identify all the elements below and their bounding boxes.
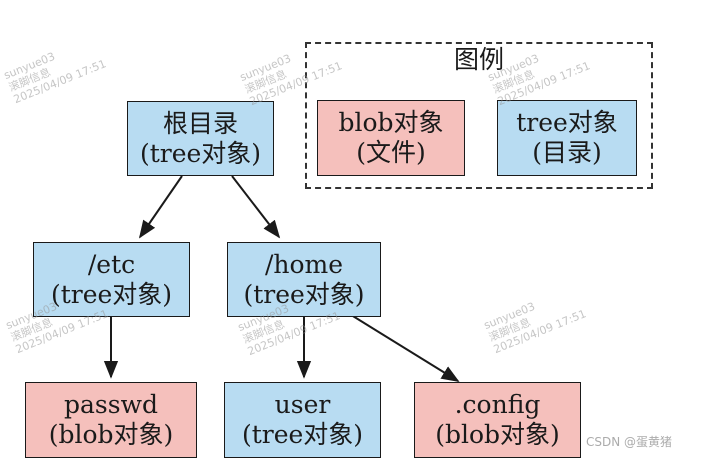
node-etc-line1: /etc bbox=[87, 249, 136, 279]
node-config-line2: (blob对象) bbox=[435, 420, 560, 449]
node-passwd: passwd (blob对象) bbox=[25, 382, 197, 458]
legend-title: 图例 bbox=[453, 45, 504, 74]
legend-tree-line2: (目录) bbox=[532, 138, 602, 167]
node-etc: /etc (tree对象) bbox=[33, 242, 190, 317]
edge-root-home bbox=[231, 175, 281, 239]
node-user-line1: user bbox=[274, 390, 331, 419]
legend-blob-line2: (文件) bbox=[356, 138, 426, 167]
node-home-line2: (tree对象) bbox=[243, 279, 365, 309]
node-etc-line2: (tree对象) bbox=[50, 279, 173, 309]
legend-blob-line1: blob对象 bbox=[338, 108, 444, 137]
node-passwd-line2: (blob对象) bbox=[48, 420, 174, 449]
edge-root-etc bbox=[138, 175, 183, 239]
node-root: 根目录 (tree对象) bbox=[127, 101, 274, 176]
edge-home-config bbox=[347, 312, 460, 382]
legend-box bbox=[305, 42, 653, 189]
node-root-line2: (tree对象) bbox=[139, 138, 262, 168]
footer-watermark: CSDN @蛋黄猪 bbox=[586, 435, 673, 449]
legend-tree-line1: tree对象 bbox=[516, 108, 618, 137]
node-config: .config (blob对象) bbox=[414, 382, 581, 458]
node-user-line2: (tree对象) bbox=[241, 420, 364, 449]
node-passwd-line1: passwd bbox=[64, 390, 158, 419]
legend-blob: blob对象 (文件) bbox=[317, 100, 465, 176]
node-root-line1: 根目录 bbox=[162, 108, 238, 138]
node-config-line1: .config bbox=[454, 390, 541, 419]
node-home: /home (tree对象) bbox=[227, 242, 381, 317]
legend-tree: tree对象 (目录) bbox=[497, 100, 637, 176]
node-home-line1: /home bbox=[264, 249, 344, 279]
node-user: user (tree对象) bbox=[224, 382, 381, 458]
